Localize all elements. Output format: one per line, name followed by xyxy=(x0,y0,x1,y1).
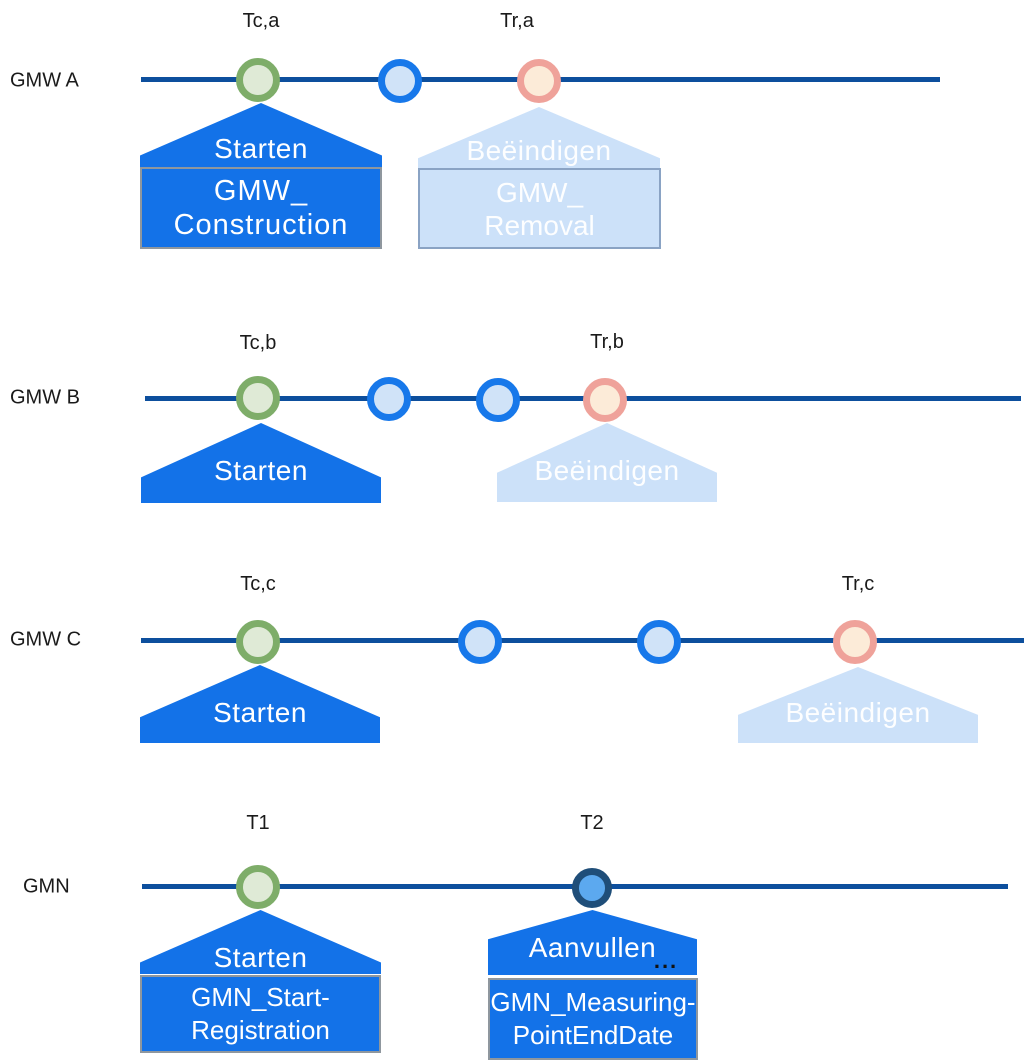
start-marker-gmn xyxy=(236,865,280,909)
row-label-gmw-c: GMW C xyxy=(10,628,82,651)
time-label-t1: T1 xyxy=(246,812,270,834)
banner-beeindigen-gmw-c: Beëindigen xyxy=(738,667,978,743)
timeline-gmw-c xyxy=(141,638,1024,643)
event-marker-gmw-a xyxy=(378,59,422,103)
banner-starten-gmw-a-label: Starten xyxy=(214,133,308,164)
time-label-t2: T2 xyxy=(580,812,604,834)
banner-beeindigen-gmw-a-label: Beëindigen xyxy=(466,135,612,166)
banner-starten-gmn-label: Starten xyxy=(213,942,308,973)
banner-name-gmw-construction-line1: GMW_ xyxy=(213,175,309,207)
row-label-gmw-b: GMW B xyxy=(10,386,80,409)
banner-starten-gmw-c: Starten xyxy=(140,665,380,743)
row-label-gmw-a: GMW A xyxy=(10,69,79,92)
banner-name-gmw-removal-line2: Removal xyxy=(484,209,595,241)
event-marker-1-gmw-c xyxy=(458,620,502,664)
banner-beeindigen-gmw-c-label: Beëindigen xyxy=(785,697,931,728)
end-marker-gmw-a xyxy=(517,59,561,103)
banner-name-gmw-construction-line2: Construction xyxy=(173,209,349,241)
time-label-tc-b: Tc,b xyxy=(239,332,277,354)
event-marker-2-gmw-b xyxy=(476,378,520,422)
banner-starten-gmw-b-label: Starten xyxy=(214,455,308,486)
end-marker-gmw-c xyxy=(833,620,877,664)
aanvullen-marker-gmn xyxy=(572,868,612,908)
banner-name-gmn-start-registration: GMN_Start- Registration xyxy=(140,975,381,1053)
banner-starten-gmn: Starten xyxy=(140,910,381,974)
start-marker-gmw-c xyxy=(236,620,280,664)
banner-beeindigen-gmw-a: Beëindigen xyxy=(418,107,660,168)
event-marker-1-gmw-b xyxy=(367,377,411,421)
time-label-tr-b: Tr,b xyxy=(590,331,624,353)
banner-aanvullen-gmn: Aanvullen xyxy=(488,910,697,975)
time-label-tr-c: Tr,c xyxy=(841,573,875,595)
banner-starten-gmw-a: Starten xyxy=(140,103,382,167)
banner-aanvullen-gmn-label: Aanvullen xyxy=(528,932,657,963)
banner-name-gmn-measuringpointenddate: GMN_Measuring- PointEndDate xyxy=(488,978,698,1060)
event-marker-2-gmw-c xyxy=(637,620,681,664)
banner-name-gmn-measuring-line2: PointEndDate xyxy=(512,1020,674,1050)
time-label-tc-c: Tc,c xyxy=(240,573,276,595)
banner-name-gmw-removal-line1: GMW_ xyxy=(495,176,584,208)
banner-name-gmw-construction: GMW_ Construction xyxy=(140,167,382,249)
banner-starten-gmw-c-label: Starten xyxy=(213,697,307,728)
ellipsis-dots: ... xyxy=(653,948,679,973)
row-label-gmn: GMN xyxy=(23,875,70,898)
banner-name-gmn-measuring-line1: GMN_Measuring- xyxy=(490,987,696,1017)
banner-starten-gmw-b: Starten xyxy=(141,423,381,503)
time-label-tc-a: Tc,a xyxy=(242,10,280,32)
end-marker-gmw-b xyxy=(583,378,627,422)
banner-name-gmn-start-line2: Registration xyxy=(191,1015,330,1045)
banner-beeindigen-gmw-b-label: Beëindigen xyxy=(534,455,680,486)
time-label-tr-a: Tr,a xyxy=(500,10,534,32)
banner-name-gmn-start-line1: GMN_Start- xyxy=(191,982,330,1012)
banner-name-gmw-removal: GMW_ Removal xyxy=(418,168,661,249)
start-marker-gmw-a xyxy=(236,58,280,102)
start-marker-gmw-b xyxy=(236,376,280,420)
banner-beeindigen-gmw-b: Beëindigen xyxy=(497,423,717,502)
